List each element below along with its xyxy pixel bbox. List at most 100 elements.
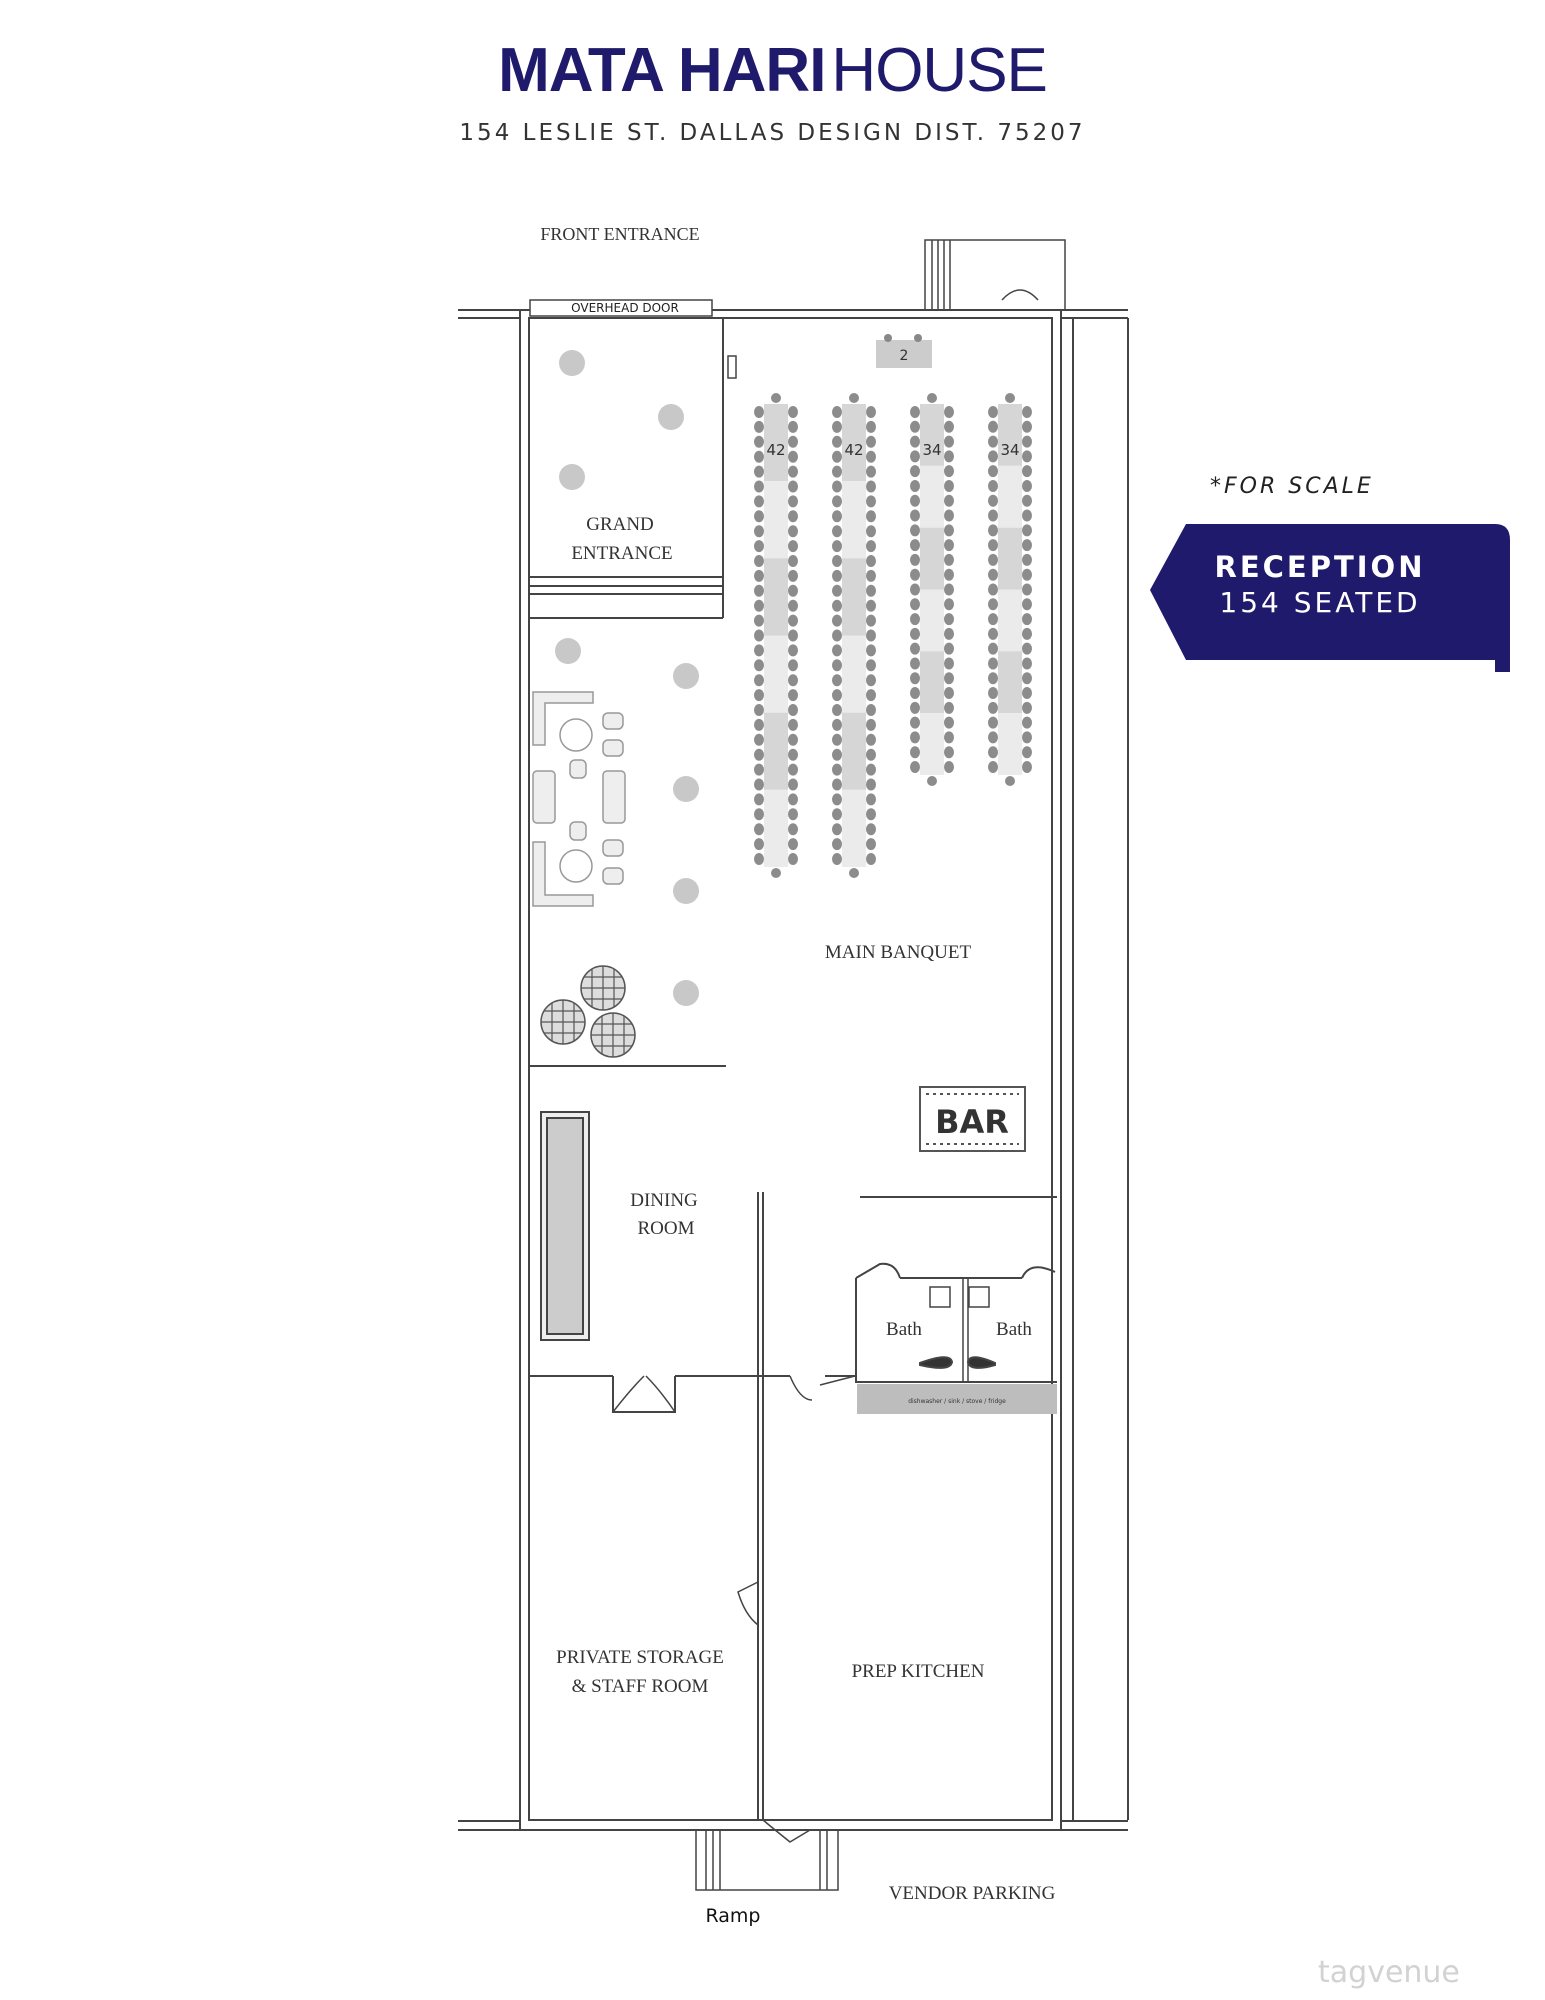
table-seat-count: 34	[922, 441, 941, 459]
chair	[1022, 746, 1032, 759]
chair	[754, 525, 764, 538]
bath-right-label: Bath	[996, 1319, 1032, 1340]
chair	[788, 659, 798, 672]
chair	[754, 644, 764, 657]
head-table-seats: 2	[900, 348, 909, 364]
chair	[754, 540, 764, 553]
chair	[832, 450, 842, 463]
grand-entrance-columns	[559, 350, 684, 490]
chair	[832, 838, 842, 851]
chair	[754, 614, 764, 627]
ramp	[695, 1829, 839, 1891]
chair	[754, 838, 764, 851]
chair	[788, 823, 798, 836]
bath-left-label: Bath	[886, 1319, 922, 1340]
chair	[944, 509, 954, 522]
chair	[944, 642, 954, 655]
head-table: 2	[876, 334, 932, 368]
chair	[944, 672, 954, 685]
banquet-table-segment	[764, 481, 788, 559]
chair	[944, 761, 954, 773]
chair	[788, 689, 798, 702]
chair	[1022, 524, 1032, 537]
dining-label-2: ROOM	[637, 1218, 694, 1239]
chair	[988, 494, 998, 507]
bar: BAR	[919, 1086, 1026, 1152]
chair	[754, 778, 764, 791]
banquet-table-segment	[920, 651, 944, 714]
banquet-table-segment	[920, 713, 944, 775]
chair	[754, 823, 764, 836]
chair	[832, 644, 842, 657]
banquet-table-segment	[998, 713, 1022, 775]
chair	[754, 569, 764, 582]
banquet-table-segment	[764, 404, 788, 482]
chair	[988, 583, 998, 596]
chair	[788, 793, 798, 806]
grand-entrance-label-1: GRAND	[586, 514, 654, 535]
chair	[988, 761, 998, 773]
chair	[788, 674, 798, 687]
chair	[788, 555, 798, 567]
banquet-table-segment	[842, 481, 866, 559]
chair	[944, 627, 954, 640]
chair	[754, 465, 764, 478]
header: MATA HARIHOUSE 154 LESLIE ST. DALLAS DES…	[0, 40, 1545, 147]
chair	[754, 510, 764, 523]
chair	[1022, 613, 1032, 626]
overhead-door-label: OVERHEAD DOOR	[571, 301, 679, 315]
bar-label: BAR	[935, 1103, 1009, 1141]
chair	[832, 808, 842, 821]
chair	[1022, 539, 1032, 552]
chair	[866, 584, 876, 597]
chair	[910, 657, 920, 670]
chair	[944, 479, 954, 492]
main-banquet-label: MAIN BANQUET	[825, 942, 972, 963]
banquet-table-segment	[764, 712, 788, 790]
venue-address: 154 LESLIE ST. DALLAS DESIGN DIST. 75207	[459, 120, 1086, 146]
chair	[754, 480, 764, 493]
grand-entrance-label-2: ENTRANCE	[571, 543, 672, 564]
chair	[788, 495, 798, 508]
chair	[788, 808, 798, 821]
chair	[988, 406, 998, 418]
chair	[910, 716, 920, 729]
chair	[910, 479, 920, 492]
chair	[866, 495, 876, 508]
chair	[754, 763, 764, 776]
chair	[944, 568, 954, 581]
chair	[832, 569, 842, 582]
chair	[788, 599, 798, 612]
bathrooms	[789, 1262, 1057, 1401]
chair	[988, 450, 998, 463]
chair	[754, 793, 764, 806]
chair	[910, 524, 920, 537]
disco-balls	[540, 965, 636, 1058]
chair	[988, 627, 998, 640]
chair	[866, 718, 876, 731]
chair	[754, 599, 764, 612]
lounge-furniture	[532, 691, 626, 907]
chair	[866, 450, 876, 463]
chair	[788, 465, 798, 478]
chair	[832, 406, 842, 418]
chair	[788, 733, 798, 746]
building-walls	[458, 309, 1129, 1831]
banquet-table-segment	[998, 651, 1022, 714]
chair	[988, 701, 998, 714]
chair	[944, 687, 954, 700]
chair	[866, 480, 876, 493]
chair	[910, 568, 920, 581]
chair	[944, 494, 954, 507]
chair	[866, 748, 876, 761]
chair	[866, 569, 876, 582]
chair	[788, 525, 798, 538]
chair	[944, 435, 954, 448]
chair	[1022, 465, 1032, 478]
chair	[832, 614, 842, 627]
chair	[832, 555, 842, 567]
chair	[788, 450, 798, 463]
chair	[910, 746, 920, 759]
chair	[944, 657, 954, 670]
chair	[944, 613, 954, 626]
